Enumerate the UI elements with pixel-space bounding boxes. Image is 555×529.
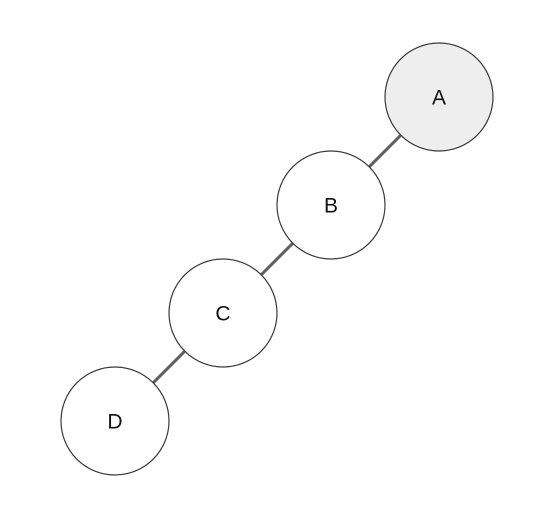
node-circle — [168, 258, 278, 368]
node-label: A — [432, 87, 446, 110]
nodes-layer: A B C D — [60, 42, 494, 476]
node-a: A — [384, 42, 494, 152]
node-circle — [384, 42, 494, 152]
edge-a-b — [368, 134, 402, 168]
node-d: D — [60, 366, 170, 476]
node-label: D — [107, 411, 122, 434]
node-circle — [60, 366, 170, 476]
edges-layer — [152, 134, 402, 384]
edge-b-c — [260, 242, 294, 276]
node-label: B — [324, 195, 338, 218]
node-circle — [276, 150, 386, 260]
node-c: C — [168, 258, 278, 368]
node-b: B — [276, 150, 386, 260]
edge-c-d — [152, 350, 186, 384]
node-label: C — [215, 303, 230, 326]
